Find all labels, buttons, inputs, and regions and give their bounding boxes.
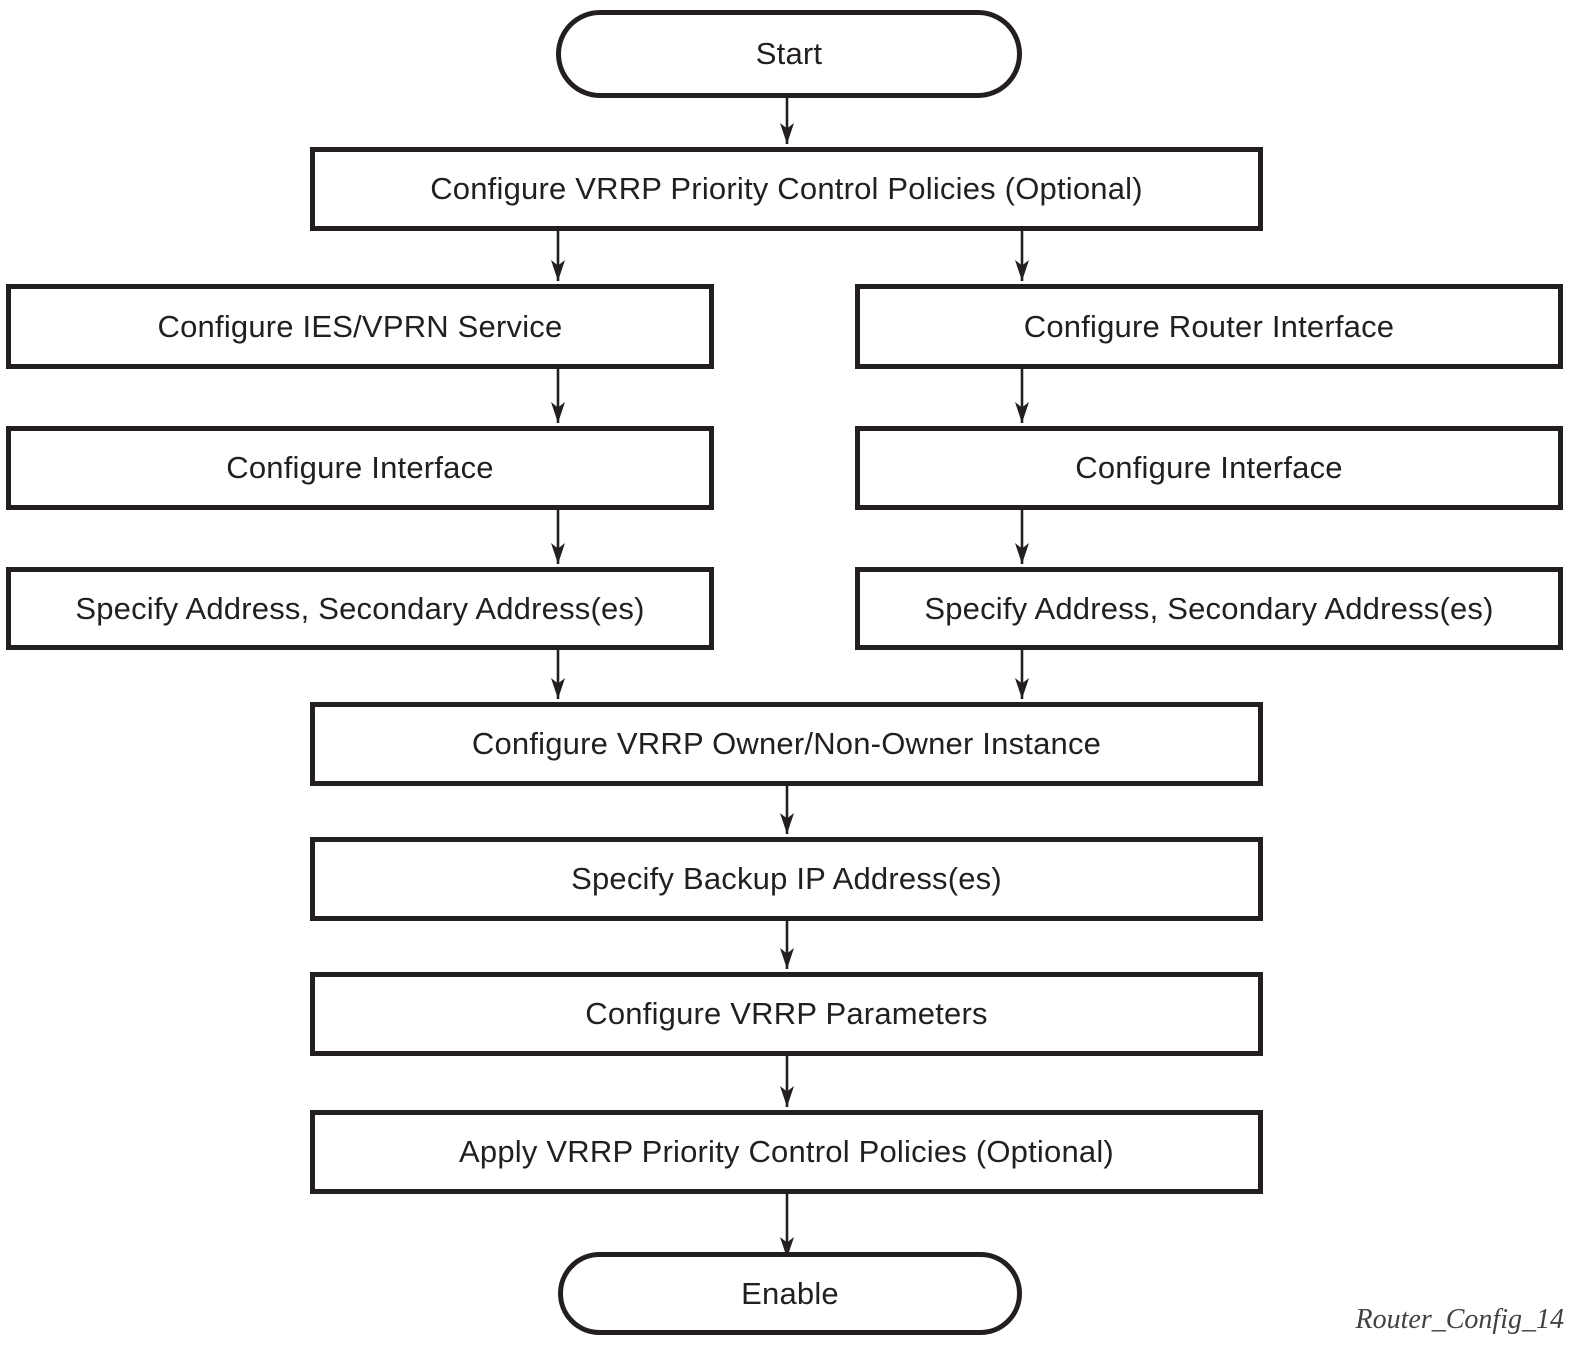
node-configure-interface-right-label: Configure Interface [1075, 450, 1343, 486]
node-apply-vrrp-priority-policies-label: Apply VRRP Priority Control Policies (Op… [459, 1134, 1114, 1170]
node-enable-label: Enable [741, 1275, 839, 1311]
figure-caption: Router_Config_14 [1355, 1304, 1564, 1335]
node-start-label: Start [755, 36, 823, 72]
node-configure-vrrp-priority-policies-label: Configure VRRP Priority Control Policies… [430, 171, 1143, 207]
node-configure-vrrp-parameters: Configure VRRP Parameters [310, 972, 1263, 1056]
node-specify-address-right: Specify Address, Secondary Address(es) [855, 567, 1563, 650]
node-configure-vrrp-parameters-label: Configure VRRP Parameters [585, 996, 988, 1032]
node-configure-ies-vprn-service: Configure IES/VPRN Service [6, 284, 714, 369]
node-configure-vrrp-owner-instance: Configure VRRP Owner/Non-Owner Instance [310, 702, 1263, 786]
node-configure-interface-left-label: Configure Interface [226, 450, 494, 486]
node-configure-vrrp-priority-policies: Configure VRRP Priority Control Policies… [310, 147, 1263, 231]
node-configure-vrrp-owner-instance-label: Configure VRRP Owner/Non-Owner Instance [471, 726, 1102, 762]
node-start: Start [556, 10, 1022, 98]
node-specify-address-right-label: Specify Address, Secondary Address(es) [924, 590, 1494, 626]
node-specify-address-left-label: Specify Address, Secondary Address(es) [75, 590, 645, 626]
node-specify-backup-ip-label: Specify Backup IP Address(es) [571, 861, 1002, 897]
node-configure-ies-vprn-service-label: Configure IES/VPRN Service [157, 308, 563, 344]
node-apply-vrrp-priority-policies: Apply VRRP Priority Control Policies (Op… [310, 1110, 1263, 1194]
node-configure-router-interface-label: Configure Router Interface [1023, 308, 1395, 344]
node-configure-interface-left: Configure Interface [6, 426, 714, 510]
node-configure-router-interface: Configure Router Interface [855, 284, 1563, 369]
node-configure-interface-right: Configure Interface [855, 426, 1563, 510]
node-enable: Enable [558, 1252, 1022, 1335]
node-specify-address-left: Specify Address, Secondary Address(es) [6, 567, 714, 650]
node-specify-backup-ip: Specify Backup IP Address(es) [310, 837, 1263, 921]
